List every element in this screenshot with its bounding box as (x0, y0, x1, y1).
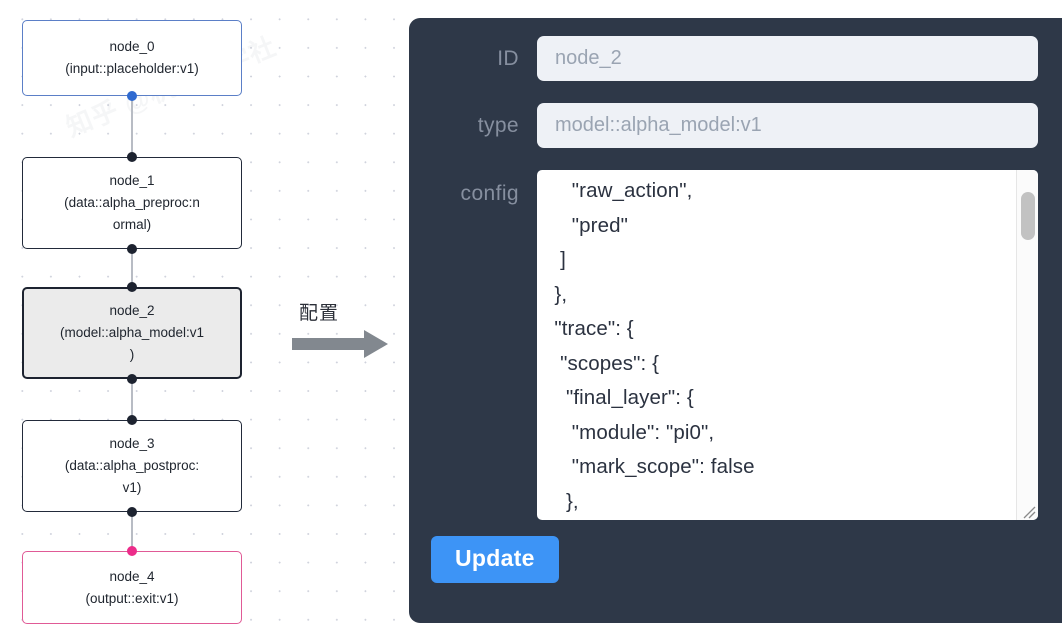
graph-canvas[interactable]: node_0 (input::placeholder:v1) node_1 (d… (0, 0, 395, 643)
id-field-label: ID (497, 46, 519, 70)
node_2-input-port[interactable] (127, 282, 137, 292)
right-arrow-icon (292, 330, 388, 358)
graph-node-label: node_0 (input::placeholder:v1) (65, 39, 199, 76)
graph-node-label: node_4 (output::exit:v1) (85, 568, 179, 606)
graph-node-node_4[interactable]: node_4 (output::exit:v1) (22, 551, 242, 624)
config-field-row: config "raw_action", "pred" ] }, "trace"… (409, 170, 1062, 520)
arrow-caption-label: 配置 (299, 302, 340, 324)
config-textarea[interactable]: "raw_action", "pred" ] }, "trace": { "sc… (554, 179, 755, 513)
node_2-output-port[interactable] (127, 374, 137, 384)
edge-node_2-node_3 (131, 379, 133, 420)
node_1-output-port[interactable] (127, 244, 137, 254)
graph-node-node_0[interactable]: node_0 (input::placeholder:v1) (22, 20, 242, 96)
node_1-input-port[interactable] (127, 152, 137, 162)
id-input[interactable] (537, 36, 1038, 81)
type-field-row: type (409, 103, 1062, 148)
id-field-row: ID (409, 36, 1062, 81)
edge-node_3-node_4 (131, 512, 133, 551)
graph-node-label: node_1 (data::alpha_preproc:n ormal) (64, 173, 200, 232)
node-inspector-panel: ID type config "raw_action", "pred" ] },… (409, 18, 1062, 623)
graph-node-node_2[interactable]: node_2 (model::alpha_model:v1 ) (22, 287, 242, 379)
config-field-label: config (460, 182, 519, 205)
type-field-label: type (477, 113, 519, 137)
resize-grip-icon[interactable] (1020, 503, 1036, 519)
config-textarea-wrapper[interactable]: "raw_action", "pred" ] }, "trace": { "sc… (537, 170, 1038, 520)
graph-node-label: node_3 (data::alpha_postproc: v1) (64, 436, 200, 495)
graph-node-node_3[interactable]: node_3 (data::alpha_postproc: v1) (22, 420, 242, 512)
graph-node-node_1[interactable]: node_1 (data::alpha_preproc:n ormal) (22, 157, 242, 249)
edge-node_1-node_2 (131, 249, 133, 287)
type-input[interactable] (537, 103, 1038, 148)
node_3-input-port[interactable] (127, 415, 137, 425)
node_3-output-port[interactable] (127, 507, 137, 517)
update-button[interactable]: Update (431, 536, 559, 583)
node_4-input-port[interactable] (127, 546, 137, 556)
config-scrollbar[interactable] (1016, 170, 1038, 520)
flow-arrow-group: 配置 (292, 298, 397, 360)
graph-node-label: node_2 (model::alpha_model:v1 ) (59, 303, 205, 362)
node_0-output-port[interactable] (127, 91, 137, 101)
edge-node_0-node_1 (131, 96, 133, 157)
config-scrollbar-thumb[interactable] (1021, 192, 1035, 240)
